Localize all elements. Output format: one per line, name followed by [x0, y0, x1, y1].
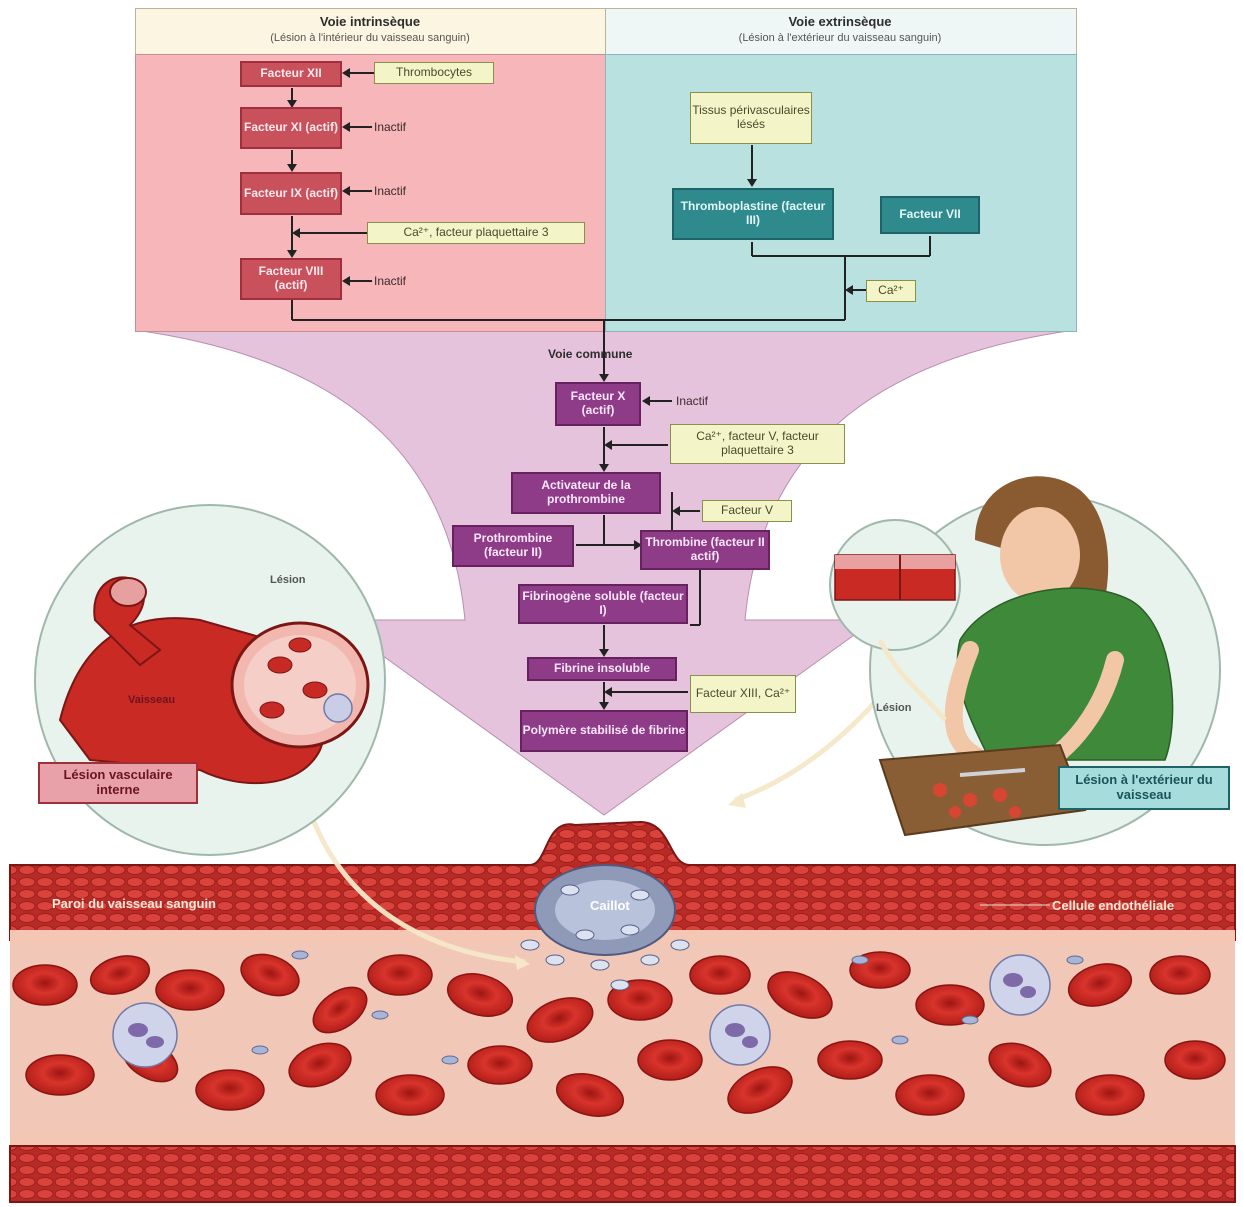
- paroi-vaisseau-label: Paroi du vaisseau sanguin: [52, 896, 216, 911]
- caillot-label: Caillot: [590, 898, 630, 913]
- lesion-right-label: Lésion: [876, 702, 911, 714]
- cellule-endotheliale-label: Cellule endothéliale: [1052, 898, 1174, 913]
- lesion-exterieur-box: Lésion à l'extérieur du vaisseau: [1058, 766, 1230, 810]
